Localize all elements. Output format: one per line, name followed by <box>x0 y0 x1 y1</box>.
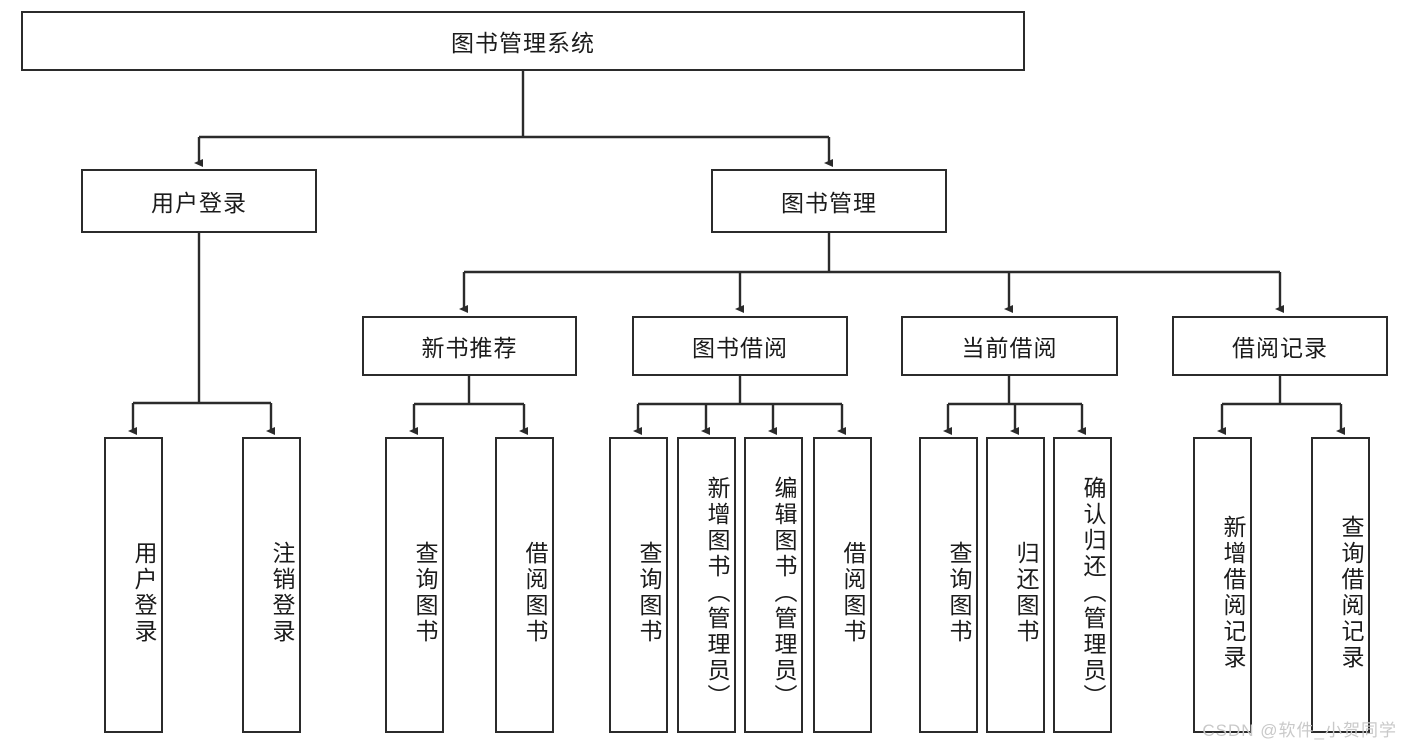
node-borrow-record[interactable]: 借阅记录 <box>1172 316 1388 376</box>
node-label: 查询借阅记录 <box>1338 515 1364 671</box>
node-label: 用户登录 <box>151 190 247 216</box>
node-label: 用户登录 <box>131 541 157 645</box>
node-label: 借阅图书 <box>522 541 548 645</box>
node-label: 查询图书 <box>946 541 972 645</box>
node-label: 新增图书（管理员） <box>704 476 730 710</box>
leaf-book-borrow-borrow-book[interactable]: 借阅图书 <box>813 437 872 733</box>
node-label: 图书管理 <box>781 190 877 216</box>
node-label: 图书借阅 <box>692 335 788 361</box>
node-label: 编辑图书（管理员） <box>771 476 797 710</box>
node-label: 新书推荐 <box>421 335 518 361</box>
node-label: 图书管理系统 <box>451 30 595 56</box>
leaf-book-borrow-query-book[interactable]: 查询图书 <box>609 437 668 733</box>
node-label: 归还图书 <box>1013 541 1039 645</box>
node-label: 借阅记录 <box>1232 335 1328 361</box>
leaf-user-login-login[interactable]: 用户登录 <box>104 437 163 733</box>
node-root-book-management-system[interactable]: 图书管理系统 <box>21 11 1025 71</box>
leaf-book-borrow-add-book-admin[interactable]: 新增图书（管理员） <box>677 437 736 733</box>
leaf-new-book-query-book[interactable]: 查询图书 <box>385 437 444 733</box>
node-label: 借阅图书 <box>840 541 866 645</box>
node-current-borrow[interactable]: 当前借阅 <box>901 316 1118 376</box>
node-label: 注销登录 <box>269 541 295 645</box>
leaf-current-borrow-query-book[interactable]: 查询图书 <box>919 437 978 733</box>
leaf-new-book-borrow-book[interactable]: 借阅图书 <box>495 437 554 733</box>
leaf-current-borrow-confirm-return-admin[interactable]: 确认归还（管理员） <box>1053 437 1112 733</box>
leaf-user-login-logout[interactable]: 注销登录 <box>242 437 301 733</box>
node-book-management[interactable]: 图书管理 <box>711 169 947 233</box>
node-label: 确认归还（管理员） <box>1080 476 1106 710</box>
node-book-borrow[interactable]: 图书借阅 <box>632 316 848 376</box>
leaf-borrow-record-add-record[interactable]: 新增借阅记录 <box>1193 437 1252 733</box>
leaf-current-borrow-return-book[interactable]: 归还图书 <box>986 437 1045 733</box>
leaf-borrow-record-query-record[interactable]: 查询借阅记录 <box>1311 437 1370 733</box>
node-label: 新增借阅记录 <box>1220 515 1246 671</box>
node-label: 查询图书 <box>412 541 438 645</box>
node-label: 查询图书 <box>636 541 662 645</box>
node-new-book-recommend[interactable]: 新书推荐 <box>362 316 577 376</box>
leaf-book-borrow-edit-book-admin[interactable]: 编辑图书（管理员） <box>744 437 803 733</box>
node-label: 当前借阅 <box>961 335 1058 361</box>
node-user-login[interactable]: 用户登录 <box>81 169 317 233</box>
